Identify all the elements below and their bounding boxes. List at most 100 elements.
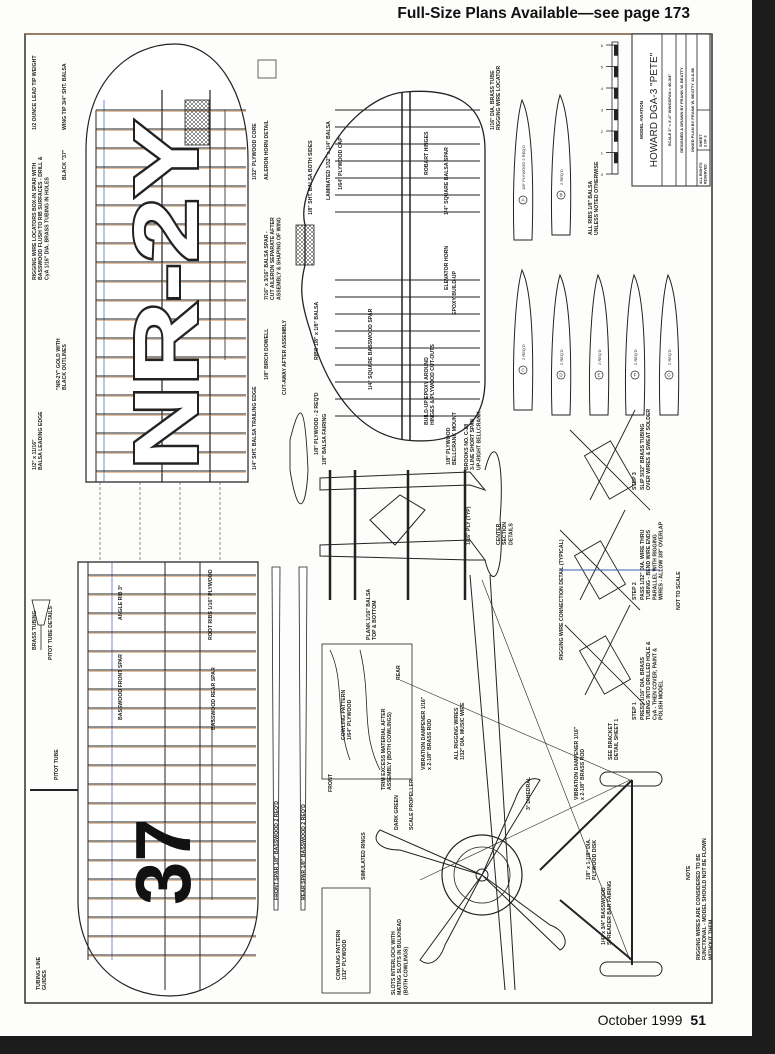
rib-part-f: [624, 273, 646, 416]
label-ply-2reqd: 1/8" PLYWOOD - 2 REQ'D: [314, 392, 320, 455]
ruler-tick-label: 2: [601, 129, 604, 134]
rib-quantity: 2 REQ'D: [559, 349, 564, 365]
label-center-section: CENTERSECTIONDETAILS: [496, 522, 514, 545]
rib-letter-circle: [518, 365, 528, 375]
front-view: [375, 574, 663, 991]
inked-credit: INKED PLAN BY FRANK W. BEATTY 12-6-98: [690, 67, 695, 151]
ruler-segment: [614, 109, 618, 121]
magazine-page: Full-Size Plans Available—see page 173 M…: [0, 0, 752, 1036]
wing-rib-parts: A1/8" PLYWOOD 2 REQ'DB2 REQ'DC2 REQ'DD2 …: [512, 93, 680, 416]
label-angle-rib: ANGLE RIB 3°: [118, 585, 124, 620]
label-balsa-spar: 1/4" SQUARE BALSA SPAR: [444, 147, 450, 215]
aileron-horn-detail: [257, 59, 277, 79]
rights-reserved: ALL RIGHTSRESERVED: [699, 162, 708, 184]
rib-letter: C: [521, 368, 525, 373]
label-epoxy-buildup: EPOXY BUILD-UP: [452, 270, 458, 315]
label-dark-green: DARK GREEN: [394, 795, 400, 830]
label-step2-text: PASS 1/32" DIA. WIRE THRUTUBING - BEND W…: [640, 521, 665, 600]
label-spreader-bar: 1/4" x 3/4" BASSWOODSPREADER BAR FAIRING: [601, 881, 613, 945]
rib-quantity: 2 REQ'D: [559, 169, 564, 185]
label-brass-tube: 1/16" DIA. BRASS TUBERIGGING WIRE LOCATO…: [490, 66, 502, 130]
rib-part-c: [512, 268, 534, 411]
lead-weight-box: [184, 99, 210, 146]
label-cowling-pattern: COWLING PATTERN1/64" PLYWOOD: [341, 690, 353, 740]
label-lead-weight: 1/2 OUNCE LEAD TIP WEIGHT: [32, 55, 38, 130]
label-rigging-detail: RIGGING WIRE CONNECTION DETAIL (TYPICAL): [559, 539, 565, 660]
race-number-marking: 37: [119, 818, 207, 905]
label-pitot-details: PITOT TUBE DETAILS: [48, 605, 54, 660]
issue-date: October 1999: [597, 1012, 683, 1028]
wing-strut-lines: [99, 482, 221, 562]
label-rear-spar: REAR SPAR 1/8" BASSWOOD 2 REQ'D: [301, 804, 307, 900]
label-note-text: RIGGING WIRES ARE CONSIDERED TO BEFUNCTI…: [696, 838, 714, 960]
cowling-patterns: [321, 643, 413, 994]
label-vibration-dampener-1: VIBRATION DAMPENER 1/16"x 2-1/8" BRASS R…: [421, 696, 433, 770]
lower-wing-plan: 37: [30, 561, 259, 997]
label-root-ribs: ROOT RIBS 1/16" PLYWOOD: [208, 569, 214, 640]
label-step1-title: STEP 1: [632, 702, 638, 720]
rib-letter-circle: [518, 195, 528, 205]
label-birch-dowel: 1/8" BIRCH DOWELL: [264, 328, 270, 380]
rib-letter-circle: [630, 370, 640, 380]
sheet-number: SHEET2 OF 2: [699, 134, 708, 147]
rib-part-d: [550, 273, 572, 416]
label-note-title: NOTE: [686, 865, 692, 880]
label-cutaway: CUT-AWAY AFTER ASSEMBLY: [282, 320, 288, 395]
rib-quantity: 2 REQ'D: [667, 349, 672, 365]
label-simulated-rings: SIMULATED RINGS: [361, 832, 367, 880]
label-basswood-rear-spar: BASSWOOD REAR SPAR: [211, 667, 217, 730]
rib-letter: B: [559, 193, 562, 198]
label-scale-propeller: SCALE PROPELLER: [409, 779, 415, 830]
label-ribs: RIBS 1/8" x 1/8" BALSA: [314, 301, 320, 360]
label-sht-balsa-sides: 1/8" SHT. BALSA BOTH SIDES: [308, 140, 314, 215]
label-rear: REAR: [396, 665, 402, 680]
label-step1-text: PRESS 1/16" DIA. BRASSTUBING INTO DRILLE…: [640, 641, 665, 720]
label-rigging-locators: RIGGING WIRE LOCATORS BOX-IN SPAR WITHBA…: [32, 156, 50, 280]
page-number: 51: [690, 1012, 706, 1028]
label-all-ribs: ALL RIBS 1/8" BALSAUNLESS NOTED OTHERWIS…: [588, 161, 600, 235]
wing-spars: [271, 566, 308, 911]
ruler-tick-label: 1: [601, 151, 604, 156]
label-ply-cap: 1/64" PLYWOOD CAP: [338, 137, 344, 190]
stabilizer-elevator-plan: [295, 90, 486, 442]
designer-credit: DESIGNED & DRAWN BY FRANK W. BEATTY: [679, 67, 684, 153]
ruler-segment: [614, 88, 618, 99]
rib-letter-circle: [556, 190, 566, 200]
publisher-name: MODEL AVIATION: [639, 101, 644, 139]
label-all-rigging: ALL RIGGING WIRES1/32" DIA. MUSIC WIRE: [454, 702, 466, 760]
label-leading-edge: 1/2" x 11/16"BALSA LEADING EDGE: [32, 411, 44, 470]
label-not-to-scale: NOT TO SCALE: [676, 571, 682, 610]
rib-quantity: 2 REQ'D: [597, 349, 602, 365]
label-step2-title: STEP 2: [632, 582, 638, 600]
label-front: FRONT: [328, 773, 334, 792]
rib-letter-circle: [556, 370, 566, 380]
rib-part-b: [550, 93, 572, 236]
ruler-tick-label: 0: [601, 172, 604, 177]
ruler-tick-label: 3: [601, 108, 604, 113]
label-plywood-disk: 1/8" x 1-1/8" DIA.PLYWOOD DISK: [586, 838, 598, 880]
label-step3-text: SLIP 3/32" BRASS TUBINGOVER WIRES & SWEA…: [640, 409, 652, 490]
ruler-tick-label: 6: [601, 43, 604, 48]
label-slots-interlock: SLOTS INTERLOCK WITHMATING SLOTS IN BULK…: [391, 919, 409, 995]
label-bracket-detail: SEE BRACKETDETAIL SHEET 1: [608, 719, 620, 760]
label-dihedral: 3° DIHEDRAL: [526, 776, 532, 810]
label-gold-nr2y: "NR-2Y" GOLD WITHBLACK OUTLINES: [56, 338, 68, 390]
rib-part-e: [588, 273, 610, 416]
label-planking: PLANK 1/16" BALSATOP & BOTTOM: [366, 589, 378, 640]
rib-letter: F: [634, 373, 637, 378]
label-aileron-horn: AILERON HORN DETAIL: [264, 119, 270, 180]
center-section-detail: [289, 412, 502, 600]
label-bellcrank-mount: 1/8" PLYWOODBELLCRANK MOUNT: [446, 411, 458, 465]
label-vibration-dampener-2: VIBRATION DAMPENER 1/16"x 2-1/8" BRASS R…: [574, 726, 586, 800]
strut-fairing: [289, 412, 309, 505]
label-balsa-fairing: 1/8" BALSA FAIRING: [322, 414, 328, 465]
label-brass-tubing: BRASS TUBING: [32, 611, 38, 650]
rib-quantity: 2 REQ'D: [633, 349, 638, 365]
rigging-connection-detail: [559, 409, 660, 706]
page-footer: October 1999 51: [598, 1012, 706, 1028]
plan-drawing: MODEL AVIATION HOWARD DGA-3 "PETE" SCALE…: [24, 33, 714, 1004]
ruler-segment: [614, 66, 618, 78]
label-elevator-horn: ELEVATOR HORN: [444, 246, 450, 290]
label-wing-tip: WING TIP 3/4" SHT. BALSA: [62, 63, 68, 130]
